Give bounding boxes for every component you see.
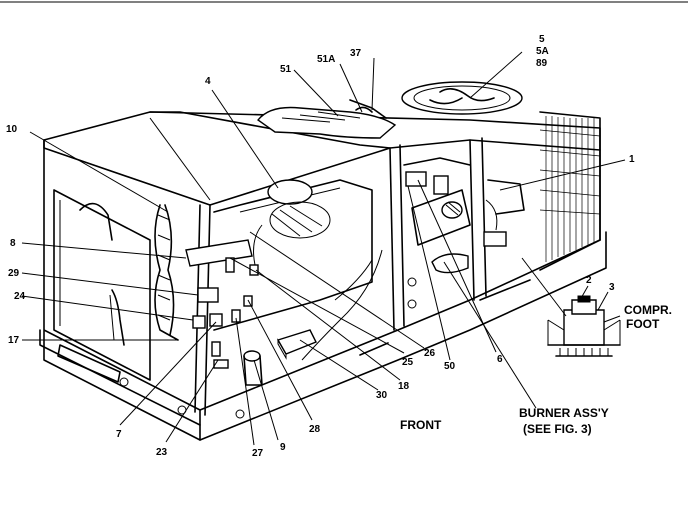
control-board: [185, 239, 253, 267]
callout-23: 23: [156, 447, 168, 458]
callout-2: 2: [586, 275, 592, 286]
callout-6: 6: [497, 354, 503, 365]
callout-25: 25: [402, 357, 414, 368]
callout-5: 5: [539, 34, 545, 45]
burner-assy-label-1: BURNER ASS'Y: [519, 406, 609, 420]
callout-1: 1: [629, 154, 635, 165]
callout-5a: 5A: [536, 46, 549, 57]
callout-4: 4: [205, 76, 211, 87]
callout-27: 27: [252, 448, 264, 459]
callout-17: 17: [8, 335, 20, 346]
callout-89: 89: [536, 58, 548, 69]
callout-29: 29: [8, 268, 20, 279]
callout-28: 28: [309, 424, 321, 435]
relay-29: [197, 287, 219, 303]
callout-30: 30: [376, 390, 388, 401]
callout-24: 24: [14, 291, 26, 302]
compr-foot-label-1: COMPR.: [624, 303, 672, 317]
callout-51a: 51A: [317, 54, 335, 65]
callout-9: 9: [280, 442, 286, 453]
callout-37: 37: [350, 48, 362, 59]
callout-51: 51: [280, 64, 292, 75]
callout-50: 50: [444, 361, 456, 372]
burner-assy-label-2: (SEE FIG. 3): [523, 422, 592, 436]
compr-foot-label-2: FOOT: [626, 317, 660, 331]
callout-labels: 10 4 51 51A 37 5 5A 89 1 8 29 24 17 7 23…: [6, 34, 672, 459]
burner-compartment: [403, 157, 525, 274]
callout-7: 7: [116, 429, 122, 440]
front-label: FRONT: [400, 418, 442, 432]
callout-3: 3: [609, 282, 615, 293]
callout-18: 18: [398, 381, 410, 392]
callout-26: 26: [424, 348, 436, 359]
leader-lines: [0, 1, 688, 446]
callout-10: 10: [6, 124, 18, 135]
control-compartment: [79, 179, 383, 386]
compressor-foot-detail: [547, 295, 621, 357]
rooftop-unit-cabinet: [39, 111, 607, 441]
callout-8: 8: [10, 238, 16, 249]
blower-4: [267, 179, 313, 205]
top-assemblies: [256, 81, 601, 271]
